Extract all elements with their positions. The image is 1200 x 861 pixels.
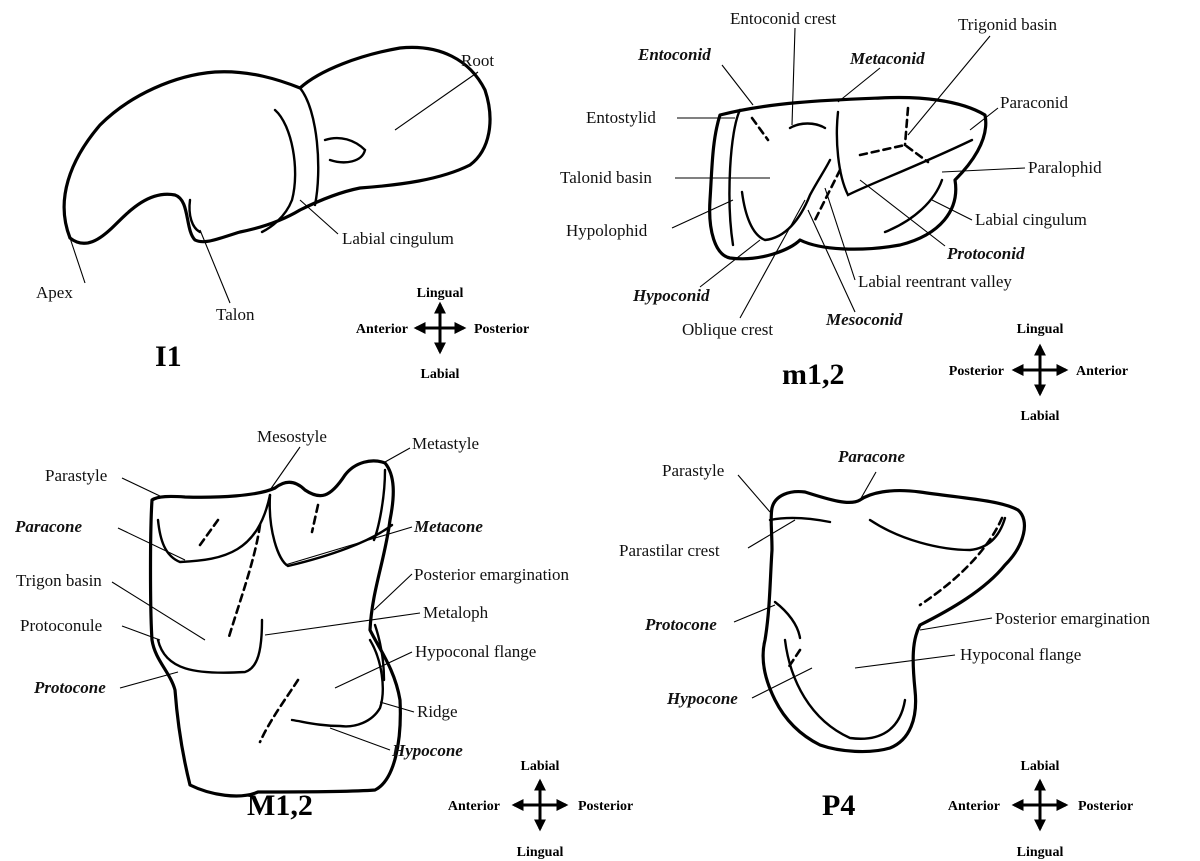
- label-labial-cingulum: Labial cingulum: [342, 229, 454, 248]
- panel-m12-lower: Entoconid crest Trigonid basin Entoconid…: [560, 9, 1128, 424]
- label-trigonid-basin: Trigonid basin: [958, 15, 1058, 34]
- label-metastyle: Metastyle: [412, 434, 479, 453]
- leader-posterior-emargination-M: [374, 574, 412, 610]
- leader-hypolophid: [672, 200, 733, 228]
- leader-trigon-basin: [112, 582, 205, 640]
- compass-m12-lower-left: Posterior: [949, 364, 1004, 379]
- leader-entoconid: [722, 65, 753, 105]
- label-ridge: Ridge: [417, 702, 458, 721]
- label-protocone-P4: Protocone: [644, 615, 717, 634]
- label-metacone: Metacone: [413, 517, 483, 536]
- label-labial-cingulum-m: Labial cingulum: [975, 210, 1087, 229]
- label-apex: Apex: [36, 283, 73, 302]
- label-hypolophid: Hypolophid: [566, 221, 648, 240]
- label-parastyle: Parastyle: [45, 466, 107, 485]
- compass-m12-lower: Lingual Labial Posterior Anterior: [949, 322, 1128, 424]
- label-paraconid: Paraconid: [1000, 93, 1068, 112]
- compass-i1: Lingual Labial Anterior Posterior: [356, 286, 529, 382]
- panel-m12-upper: Mesostyle Metastyle Parastyle Paracone M…: [14, 427, 633, 860]
- i1-tooth-drawing: [64, 47, 490, 243]
- compass-m12-lower-right: Anterior: [1076, 364, 1128, 379]
- label-hypoconal-flange-P4: Hypoconal flange: [960, 645, 1081, 664]
- label-paralophid: Paralophid: [1028, 158, 1102, 177]
- label-entostylid: Entostylid: [586, 108, 656, 127]
- leader-parastyle-P4: [738, 475, 770, 512]
- label-metaloph: Metaloph: [423, 603, 489, 622]
- label-hypoconal-flange-M: Hypoconal flange: [415, 642, 536, 661]
- compass-p4-right: Posterior: [1078, 799, 1133, 814]
- label-protoconule: Protoconule: [20, 616, 102, 635]
- title-m12-upper: M1,2: [247, 789, 313, 822]
- compass-p4-top: Labial: [1021, 759, 1060, 774]
- label-protoconid: Protoconid: [946, 244, 1025, 263]
- leader-metastyle: [385, 448, 410, 462]
- leader-hypoconal-flange-M: [335, 652, 412, 688]
- label-mesoconid: Mesoconid: [825, 310, 903, 329]
- compass-p4-left: Anterior: [948, 799, 1000, 814]
- leader-hypoconid: [700, 240, 760, 287]
- title-m12-lower: m1,2: [782, 358, 845, 391]
- compass-p4-bottom: Lingual: [1017, 845, 1064, 860]
- label-posterior-emargination-M: Posterior emargination: [414, 565, 570, 584]
- leader-hypoconal-flange-P4: [855, 655, 955, 668]
- compass-m12-upper-top: Labial: [521, 759, 560, 774]
- compass-m12-lower-top: Lingual: [1017, 322, 1064, 337]
- leader-paralophid: [942, 168, 1025, 172]
- leader-paraconid: [970, 108, 998, 130]
- leader-ridge: [380, 702, 414, 712]
- compass-i1-bottom: Labial: [421, 367, 460, 382]
- label-paracone-P4: Paracone: [837, 447, 906, 466]
- label-metaconid: Metaconid: [849, 49, 925, 68]
- label-mesostyle: Mesostyle: [257, 427, 327, 446]
- label-hypocone-P4: Hypocone: [666, 689, 738, 708]
- label-parastilar-crest: Parastilar crest: [619, 541, 720, 560]
- label-posterior-emargination-P4: Posterior emargination: [995, 609, 1151, 628]
- leader-metaloph: [265, 613, 420, 635]
- label-protocone-M: Protocone: [33, 678, 106, 697]
- leader-metacone: [285, 527, 412, 565]
- m12-upper-tooth-drawing: [151, 461, 401, 796]
- leader-hypocone-M: [330, 728, 390, 750]
- label-entoconid: Entoconid: [637, 45, 711, 64]
- compass-m12-upper-bottom: Lingual: [517, 845, 564, 860]
- title-i1: I1: [155, 340, 182, 373]
- leader-labial-cingulum-m: [932, 200, 972, 220]
- label-oblique-crest: Oblique crest: [682, 320, 773, 339]
- leader-protoconid: [860, 180, 945, 246]
- compass-m12-upper-right: Posterior: [578, 799, 633, 814]
- leader-protoconule: [122, 626, 160, 640]
- label-talon: Talon: [216, 305, 255, 324]
- compass-m12-lower-bottom: Labial: [1021, 409, 1060, 424]
- label-paracone-M: Paracone: [14, 517, 83, 536]
- compass-i1-left: Anterior: [356, 322, 408, 337]
- compass-m12-upper-left: Anterior: [448, 799, 500, 814]
- compass-i1-right: Posterior: [474, 322, 529, 337]
- label-labial-reentrant-valley: Labial reentrant valley: [858, 272, 1012, 291]
- title-p4: P4: [822, 789, 855, 822]
- label-root: Root: [461, 51, 494, 70]
- leader-parastyle: [122, 478, 162, 497]
- label-trigon-basin: Trigon basin: [16, 571, 102, 590]
- label-hypocone-M: Hypocone: [391, 741, 463, 760]
- label-hypoconid: Hypoconid: [632, 286, 710, 305]
- panel-i1: Root Labial cingulum Apex Talon I1 Lingu…: [36, 47, 529, 382]
- compass-p4: Labial Lingual Anterior Posterior: [948, 759, 1133, 860]
- label-parastyle-P4: Parastyle: [662, 461, 724, 480]
- p4-tooth-drawing: [763, 491, 1024, 752]
- panel-p4: Paracone Parastyle Parastilar crest Prot…: [619, 447, 1151, 860]
- compass-m12-upper: Labial Lingual Anterior Posterior: [448, 759, 633, 860]
- leader-root: [395, 72, 478, 130]
- leader-entoconid-crest: [792, 28, 795, 125]
- label-talonid-basin: Talonid basin: [560, 168, 652, 187]
- compass-i1-top: Lingual: [417, 286, 464, 301]
- leader-mesoconid: [808, 210, 855, 312]
- leader-labial-cingulum: [300, 200, 338, 234]
- leader-labial-reentrant-valley: [825, 188, 855, 280]
- label-entoconid-crest: Entoconid crest: [730, 9, 836, 28]
